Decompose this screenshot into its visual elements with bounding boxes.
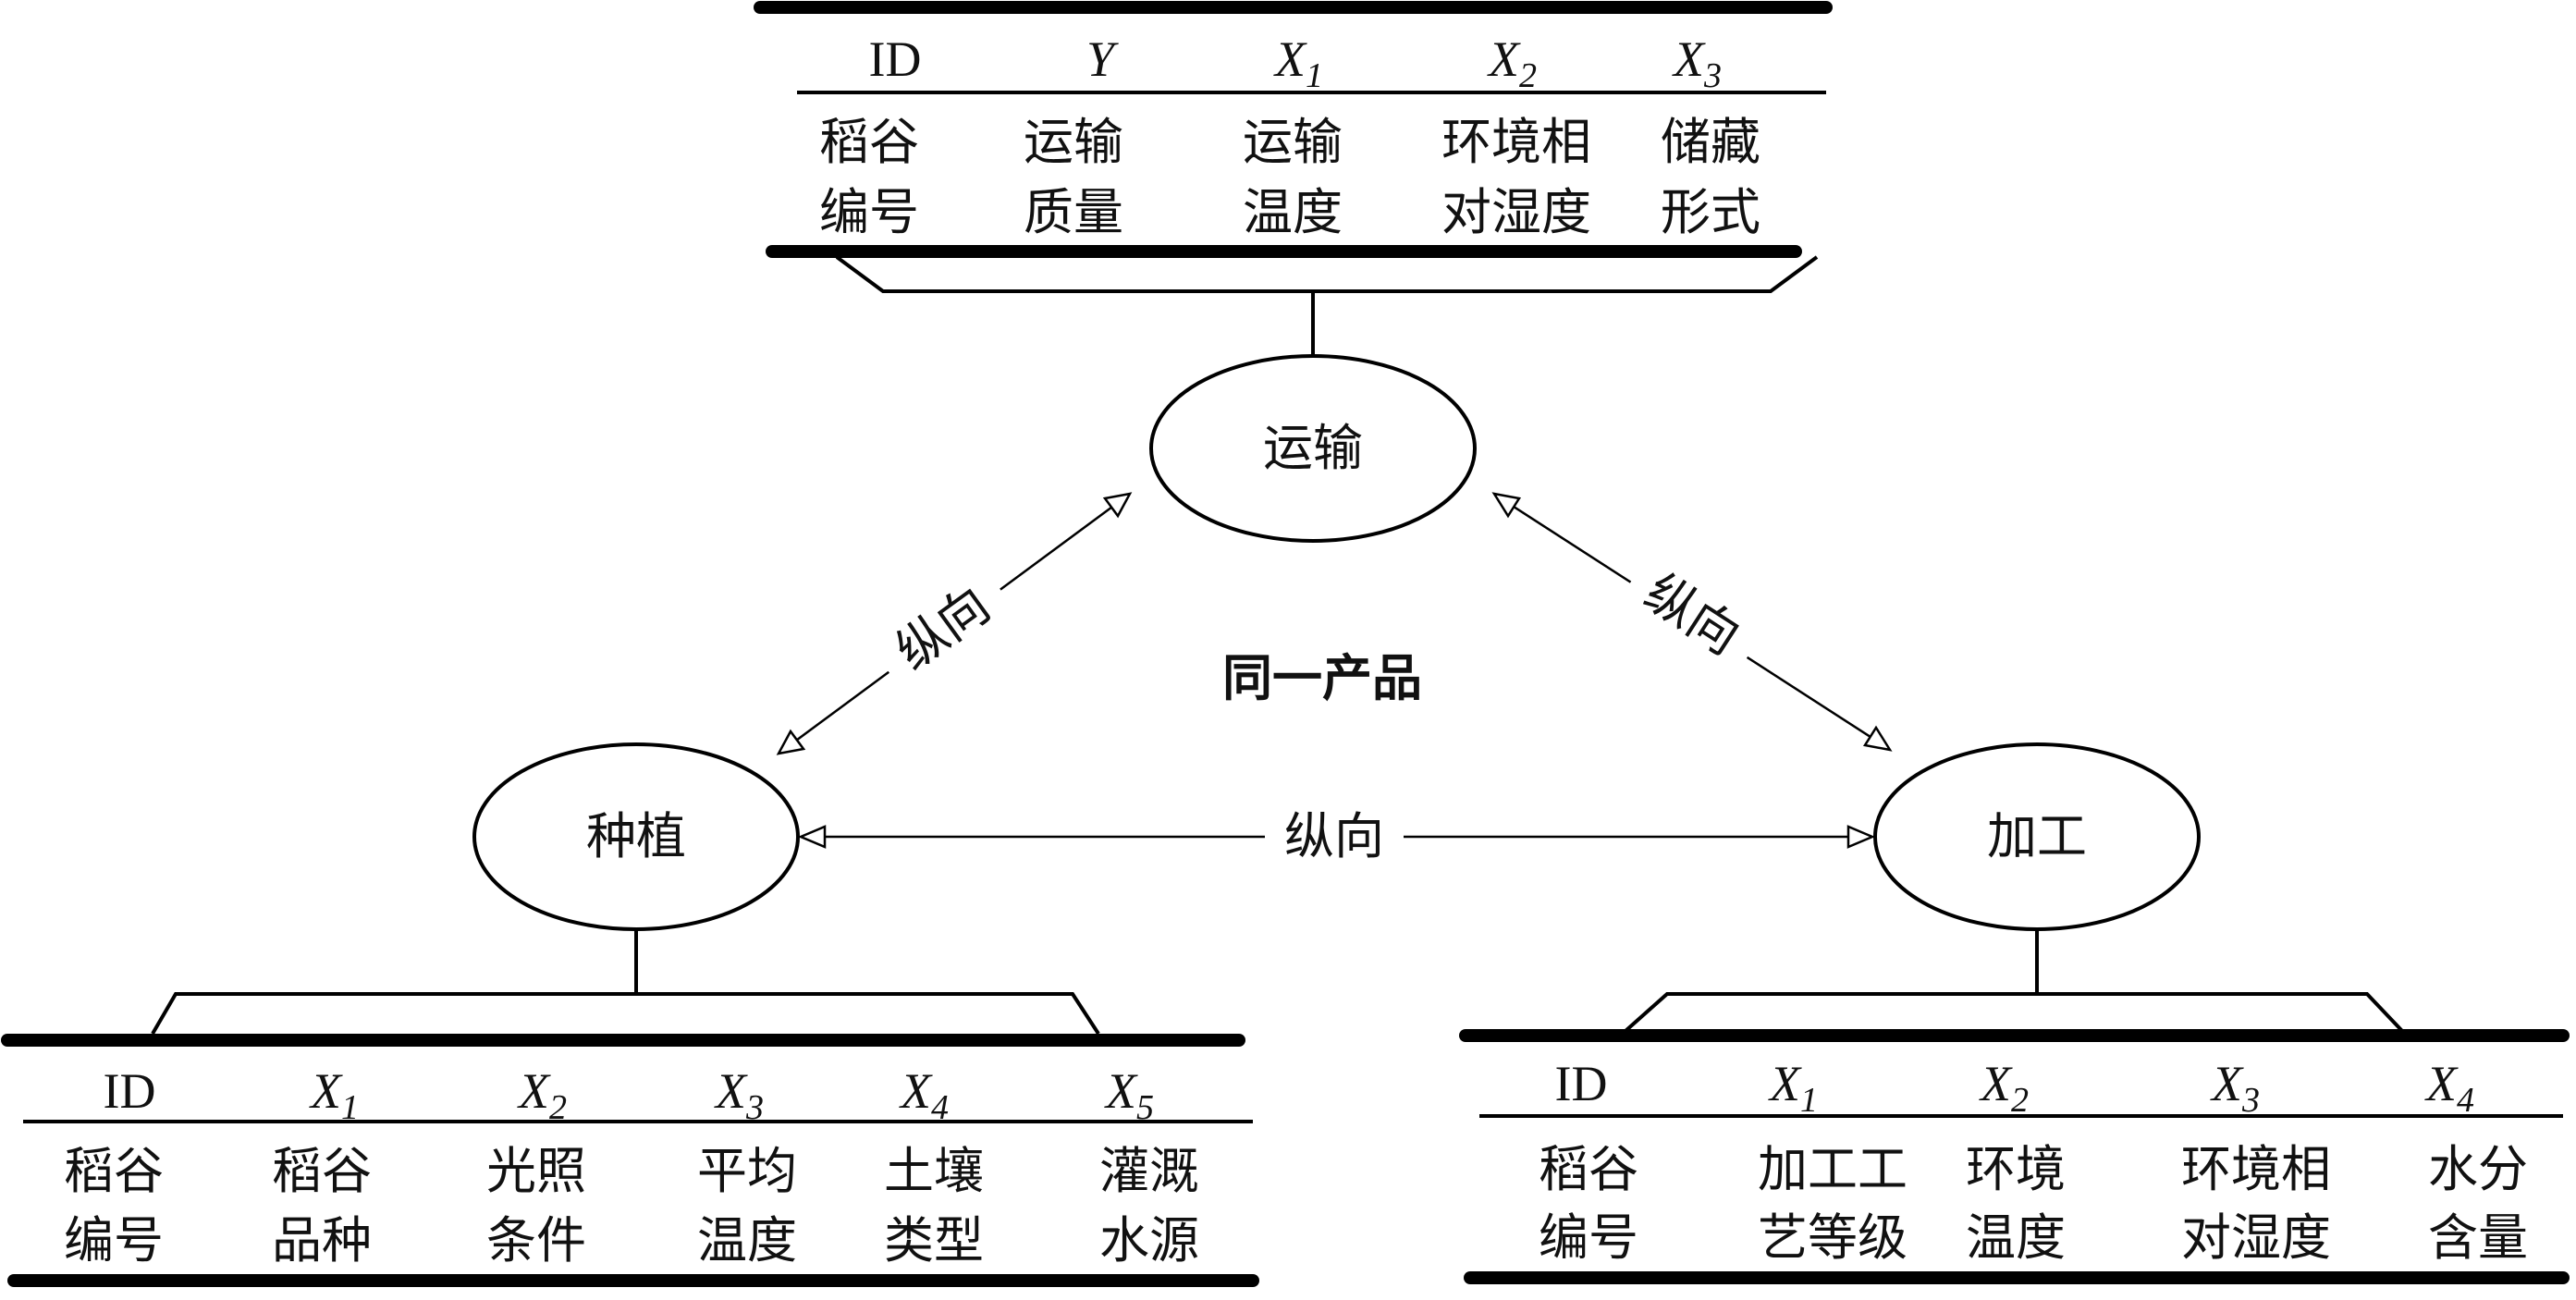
node-transport (1149, 354, 1477, 543)
table-cell: 环境 (1966, 1140, 2066, 1198)
table-cell: 灌溉 (1099, 1142, 1199, 1200)
table-cell: 质量 (1024, 183, 1123, 241)
table-cell: 储藏 (1661, 113, 1760, 171)
table-cell: 稻谷 (272, 1142, 372, 1200)
arrowhead-icon (1491, 492, 1522, 519)
edge-planting-processing: 纵向 (797, 797, 1876, 871)
table-header: X3 (1672, 31, 1722, 95)
table-header: ID (1555, 1056, 1608, 1111)
table-cell: 编号 (1539, 1208, 1638, 1267)
table-cell: 类型 (884, 1211, 984, 1269)
table-header: X3 (714, 1063, 764, 1127)
table-header: X3 (2210, 1056, 2260, 1120)
table-cell: 土壤 (884, 1142, 984, 1200)
table-cell: 水源 (1099, 1211, 1199, 1269)
table-cell: 温度 (1966, 1208, 2066, 1267)
table-header: X5 (1104, 1063, 1154, 1127)
transport-table: ID Y X1 X2 X3 稻谷 运输 运输 环境相 储藏 编号 质量 温度 对… (754, 1, 1833, 356)
table-cell: 加工工 (1758, 1140, 1907, 1198)
table-header: X4 (899, 1063, 949, 1127)
processing-table: ID X1 X2 X3 X4 稻谷 加工工 环境 环境相 水分 编号 艺等级 温… (1459, 929, 2570, 1284)
table-header: X1 (309, 1063, 359, 1127)
table-cell: 品种 (272, 1211, 372, 1269)
arrowhead-icon (1102, 492, 1133, 519)
arrowhead-icon (776, 729, 806, 755)
table-cell: 艺等级 (1758, 1208, 1907, 1267)
table-cell: 水分 (2428, 1140, 2528, 1198)
table-header: X2 (1979, 1056, 2029, 1120)
table-cell: 运输 (1024, 113, 1123, 171)
edge-transport-processing: 纵向 (1491, 492, 1893, 752)
planting-table: ID X1 X2 X3 X4 X5 稻谷 稻谷 光照 平均 土壤 灌溉 编号 品… (1, 929, 1259, 1287)
table-bracket (151, 992, 1100, 1036)
table-header: ID (869, 31, 922, 87)
node-planting-label: 种植 (586, 807, 686, 865)
table-cell: 光照 (486, 1142, 586, 1200)
table-header: X2 (517, 1063, 567, 1127)
arrowhead-icon (797, 825, 827, 849)
table-header: X1 (1768, 1056, 1818, 1120)
table-header: X1 (1273, 31, 1323, 95)
table-cell: 对湿度 (2181, 1208, 2331, 1267)
table-cell: 稻谷 (1539, 1140, 1638, 1198)
table-cell: 温度 (1243, 183, 1343, 241)
table-header: X4 (2424, 1056, 2474, 1120)
table-cell: 运输 (1243, 113, 1343, 171)
table-cell: 形式 (1661, 183, 1760, 241)
table-cell: 稻谷 (64, 1142, 164, 1200)
table-cell: 环境相 (1441, 113, 1591, 171)
table-header: X2 (1487, 31, 1537, 95)
table-cell: 编号 (64, 1211, 164, 1269)
table-cell: 条件 (486, 1211, 586, 1269)
table-cell: 编号 (819, 183, 919, 241)
arrowhead-icon (1862, 725, 1893, 752)
table-cell: 含量 (2428, 1208, 2528, 1267)
table-cell: 温度 (697, 1211, 797, 1269)
table-header: ID (104, 1063, 156, 1119)
table-cell: 对湿度 (1441, 183, 1591, 241)
table-header: Y (1086, 31, 1119, 87)
table-cell: 平均 (697, 1142, 797, 1200)
node-transport-label: 运输 (1263, 419, 1363, 477)
arrowhead-icon (1846, 825, 1876, 849)
table-bracket (1624, 992, 2404, 1033)
edge-planting-transport: 纵向 (776, 492, 1133, 755)
table-cell: 稻谷 (819, 113, 919, 171)
table-cell: 环境相 (2181, 1140, 2331, 1198)
edge-label: 纵向 (1284, 807, 1384, 865)
table-bracket (835, 255, 1819, 293)
center-label: 同一产品 (1222, 649, 1422, 707)
node-processing-label: 加工 (1987, 807, 2087, 865)
